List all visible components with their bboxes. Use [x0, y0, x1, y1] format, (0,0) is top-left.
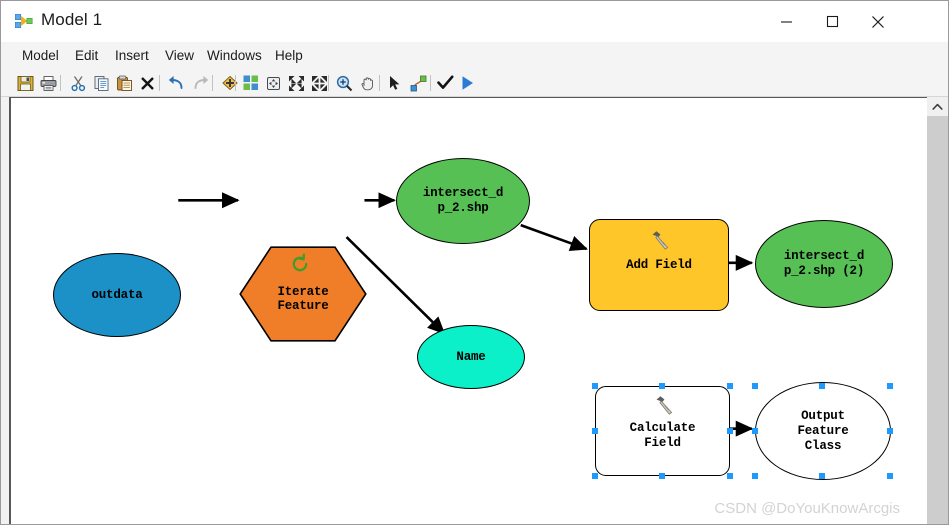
node-label-line1: intersect_d: [422, 186, 504, 200]
toolbar-separator: [328, 75, 329, 91]
vertical-scrollbar[interactable]: [927, 97, 948, 524]
window-title: Model 1: [41, 10, 103, 29]
toolbar-separator: [159, 75, 160, 91]
selection-handle[interactable]: [819, 473, 825, 479]
node-label: Add Field: [626, 257, 692, 272]
node-label-line1: Calculate: [629, 421, 696, 435]
node-label-line1: Iterate: [277, 285, 329, 299]
node-label-line1: intersect_d: [783, 249, 865, 263]
toolbar-separator: [212, 75, 213, 91]
modelbuilder-icon: [15, 13, 33, 29]
title-bar: Model 1: [1, 1, 948, 42]
menu-item-help[interactable]: Help: [275, 48, 303, 63]
node-name[interactable]: Name: [417, 325, 525, 389]
node-label-line2: Feature: [277, 299, 329, 313]
full-extent-icon[interactable]: [263, 73, 283, 93]
auto-layout-icon[interactable]: [241, 73, 261, 93]
close-button[interactable]: [855, 1, 901, 42]
node-label-line2: p_2.shp: [437, 201, 489, 215]
save-icon[interactable]: [15, 73, 35, 93]
selection-handle[interactable]: [727, 473, 733, 479]
menu-item-view[interactable]: View: [165, 48, 195, 63]
selection-handle[interactable]: [887, 473, 893, 479]
select-arrow-icon[interactable]: [385, 73, 405, 93]
selection-handle[interactable]: [819, 383, 825, 389]
run-icon[interactable]: [457, 73, 477, 93]
node-output-feature-class[interactable]: Output Feature Class: [755, 382, 891, 480]
add-data-icon[interactable]: [220, 73, 240, 93]
node-label-line2: Field: [644, 436, 681, 450]
toolbar: [1, 69, 948, 97]
menu-item-windows[interactable]: Windows: [207, 48, 262, 63]
node-label-line2: p_2.shp (2): [783, 264, 865, 278]
toolbar-separator: [379, 75, 380, 91]
watermark: CSDN @DoYouKnowArcgis: [714, 500, 900, 517]
toolbar-separator: [60, 75, 61, 91]
toolbar-separator: [235, 75, 236, 91]
selection-handle[interactable]: [752, 383, 758, 389]
zoom-out-fixed-icon[interactable]: [286, 73, 306, 93]
zoom-in-fixed-icon[interactable]: [309, 73, 329, 93]
selection-handle[interactable]: [592, 428, 598, 434]
minimize-button[interactable]: [763, 1, 809, 42]
node-label: Name: [456, 349, 486, 364]
node-label-line1: Output: [801, 408, 845, 423]
node-label-line3: Class: [804, 438, 842, 453]
selection-handle[interactable]: [727, 383, 733, 389]
delete-icon[interactable]: [137, 73, 157, 93]
validate-icon[interactable]: [435, 73, 455, 93]
hexagon-shape: [239, 246, 367, 342]
paste-icon[interactable]: [114, 73, 134, 93]
chevron-up-icon[interactable]: [927, 97, 948, 116]
selection-handle[interactable]: [659, 383, 665, 389]
menu-item-insert[interactable]: Insert: [115, 48, 149, 63]
menu-item-edit[interactable]: Edit: [75, 48, 99, 63]
node-iterate-feature[interactable]: Iterate Feature: [239, 246, 367, 342]
toolbar-separator: [430, 75, 431, 91]
zoom-tool-icon[interactable]: [334, 73, 354, 93]
hammer-icon: [648, 228, 672, 257]
hammer-icon: [652, 393, 676, 422]
selection-handle[interactable]: [887, 428, 893, 434]
maximize-button[interactable]: [809, 1, 855, 42]
canvas-area: outdata Iterate Feature intersect_d: [1, 97, 948, 524]
node-calculate-field[interactable]: Calculate Field: [595, 386, 730, 476]
undo-icon[interactable]: [167, 73, 187, 93]
node-intersect-dp-2-copy[interactable]: intersect_d p_2.shp (2): [755, 220, 893, 308]
copy-icon[interactable]: [91, 73, 111, 93]
menu-bar: Model Edit Insert View Windows Help: [1, 42, 948, 69]
cut-icon[interactable]: [68, 73, 88, 93]
selection-handle[interactable]: [592, 473, 598, 479]
redo-icon[interactable]: [190, 73, 210, 93]
loop-icon: [289, 253, 311, 280]
connect-icon[interactable]: [408, 73, 428, 93]
selection-handle[interactable]: [659, 473, 665, 479]
node-label: outdata: [91, 287, 143, 302]
selection-handle[interactable]: [752, 473, 758, 479]
model-canvas[interactable]: outdata Iterate Feature intersect_d: [9, 97, 927, 524]
menu-item-model[interactable]: Model: [22, 48, 59, 63]
selection-handle[interactable]: [592, 383, 598, 389]
selection-handle[interactable]: [727, 428, 733, 434]
print-icon[interactable]: [38, 73, 58, 93]
node-intersect-dp-2[interactable]: intersect_d p_2.shp: [396, 158, 530, 244]
pan-icon[interactable]: [357, 73, 377, 93]
node-label-line2: Feature: [797, 423, 849, 438]
node-outdata[interactable]: outdata: [53, 253, 181, 337]
connector-layer: [178, 192, 754, 437]
selection-handle[interactable]: [887, 383, 893, 389]
node-add-field[interactable]: Add Field: [589, 219, 729, 311]
selection-handle[interactable]: [752, 428, 758, 434]
